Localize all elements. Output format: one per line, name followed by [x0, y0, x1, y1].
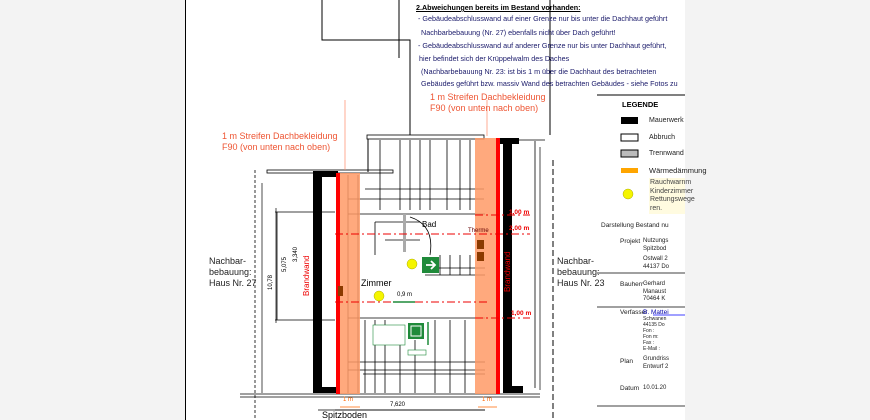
brandwand-right: Brandwand — [503, 251, 512, 292]
dim-left-c: 10,78 — [268, 274, 274, 290]
label-line: Nachbar- — [209, 256, 247, 266]
dim-left-b: 5,075 — [282, 256, 288, 272]
legend-title: LEGENDE — [622, 100, 659, 109]
dim-label: 2,00 m — [509, 225, 530, 232]
note-line: - Gebäudeabschlusswand auf anderer Grenz… — [418, 41, 667, 50]
legend-item: Wärmedämmung — [649, 166, 707, 175]
fire-strip-left — [339, 173, 360, 394]
note-line: Nachbarbebauung (Nr. 27) ebenfalls nicht… — [421, 28, 616, 37]
title-label: Bauherr — [620, 281, 644, 288]
value-line: Gerhard — [643, 281, 666, 287]
note-line: Kinderzimmer — [650, 187, 694, 195]
title-label: Plan — [620, 358, 634, 365]
value-line: Spitzbod — [643, 245, 667, 252]
label-line: bebauung: — [557, 267, 600, 277]
dim-label: 1,00 m — [509, 209, 530, 216]
smoke-detector-icon — [406, 258, 418, 270]
label-line: Haus Nr. 27 — [209, 278, 257, 288]
value-line: Fon m: — [643, 334, 659, 340]
value-line: E-Mail : — [643, 346, 660, 352]
floor-plan-drawing — [185, 0, 685, 420]
legend-item: Mauerwerk — [649, 117, 684, 124]
title-label: Projekt — [620, 238, 641, 245]
neighbor-left-label: Nachbar-bebauung:Haus Nr. 27 — [209, 256, 257, 289]
note-line: ren. — [650, 204, 663, 212]
therme-label: Therme — [468, 228, 489, 234]
note-line: Gebäudes geführt bzw. massiv Wand des be… — [421, 79, 678, 88]
fire-strip-right — [475, 138, 497, 394]
smoke-detector-icon — [373, 290, 385, 302]
legend-item: Abbruch — [649, 134, 676, 141]
title-value: 10.01.20 — [643, 385, 667, 391]
note-line: hier befindet sich der Krüppelwalm des D… — [419, 54, 570, 63]
exit-sign-icon — [422, 257, 439, 273]
value-line: Fon : — [643, 328, 655, 334]
dim-left-a: 3,340 — [293, 246, 299, 262]
note-line: - Gebäudeabschlusswand auf einer Grenze … — [418, 14, 668, 23]
notes-heading: 2.Abweichungen bereits im Bestand vorhan… — [416, 3, 581, 12]
title-label: Datum — [620, 385, 640, 392]
strip-note-line: F90 (von unten nach oben) — [430, 103, 539, 113]
legend-subtitle: Darstellung Bestand nu — [601, 222, 669, 229]
strip-note-line: F90 (von unten nach oben) — [222, 142, 331, 152]
strip-dim-right: 1 m — [482, 397, 493, 403]
width-label: 0,9 m — [397, 292, 413, 298]
note-line: Rettungswege — [650, 196, 695, 203]
room-label-bad: Bad — [422, 220, 437, 229]
value-line: Grundriss — [643, 356, 670, 362]
spitzboden-label: Spitzboden — [322, 410, 368, 420]
value-line: Manaust — [643, 288, 667, 295]
label-line: bebauung: — [209, 267, 252, 277]
emergency-exit-icon — [408, 323, 424, 339]
title-label: Verfasser — [620, 309, 648, 316]
legend-item: Trennwand — [649, 150, 684, 157]
strip-note-line: 1 m Streifen Dachbekleidung — [430, 92, 546, 102]
note-line: (Nachbarbebauung Nr. 23: ist bis 1 m übe… — [421, 67, 657, 76]
value-line: 44137 Do — [643, 263, 670, 270]
strip-dim-left: 1 m — [343, 397, 354, 403]
value-line: Nutzungs — [643, 238, 669, 244]
strip-note-line: 1 m Streifen Dachbekleidung — [222, 131, 338, 141]
value-line: Ostwall 2 — [643, 256, 668, 262]
value-line: 70464 K — [643, 296, 666, 302]
value-line: Entwurf 2 — [643, 363, 669, 370]
brandwand-left: Brandwand — [302, 255, 311, 296]
drawing-sheet: 2.Abweichungen bereits im Bestand vorhan… — [185, 0, 707, 420]
neighbor-right-label: Nachbar-bebauung:Haus Nr. 23 — [557, 256, 605, 289]
value-line: Schwanen — [643, 316, 667, 322]
value-line: 44135 Do — [643, 322, 665, 328]
value-line: B. Mattei — [643, 309, 669, 316]
label-line: Nachbar- — [557, 256, 595, 266]
note-line: Rauchwarnm — [650, 179, 692, 186]
room-label-zimmer: Zimmer — [361, 278, 392, 288]
dim-label: 1,00 m — [511, 310, 532, 317]
value-line: Fax : — [643, 340, 655, 346]
dim-bottom: 7,620 — [390, 402, 406, 408]
label-line: Haus Nr. 23 — [557, 278, 605, 288]
